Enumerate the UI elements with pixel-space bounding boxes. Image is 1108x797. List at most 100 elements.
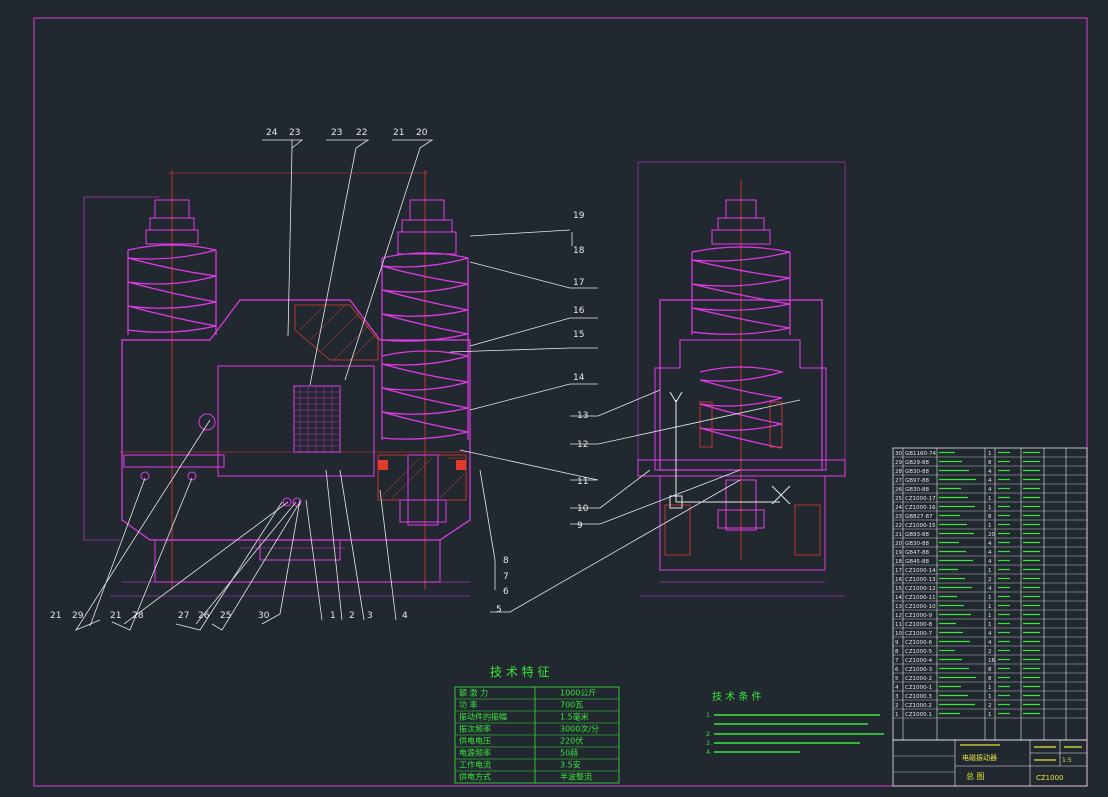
- part-row-qty: 1: [988, 595, 992, 601]
- part-row-number: 21: [895, 532, 902, 538]
- balloon-7: 7: [503, 572, 509, 582]
- title-main: 总 图: [966, 771, 985, 781]
- part-row-qty: 1: [988, 496, 992, 502]
- part-row-code: GB1160-74: [905, 451, 937, 457]
- balloon-23a: 23: [289, 128, 300, 138]
- part-row-code: CZ1000.3: [905, 694, 932, 700]
- tech-char-value: 220伏: [560, 736, 583, 746]
- part-row-qty: 4: [988, 550, 992, 556]
- balloon-8: 8: [503, 556, 509, 566]
- part-row-qty: 8: [988, 667, 992, 673]
- part-row-code: CZ1000-3: [905, 667, 933, 673]
- balloon-26: 26: [198, 611, 210, 621]
- tech-char-value: 50赫: [560, 749, 578, 758]
- balloon-21-l: 21: [50, 611, 61, 621]
- part-row-qty: 1: [988, 712, 992, 718]
- balloon-25: 25: [220, 611, 231, 621]
- part-row-code: GB45-88: [905, 559, 930, 565]
- tech-char-key: 供电方式: [459, 772, 491, 782]
- part-row-qty: 1: [988, 568, 992, 574]
- part-row-qty: 20: [988, 532, 995, 538]
- ucs-icon: [669, 391, 791, 509]
- part-row-qty: 8: [988, 514, 992, 520]
- part-row-number: 11: [895, 622, 902, 628]
- leader-lines: [74, 139, 801, 631]
- balloon-15: 15: [573, 330, 584, 340]
- part-row-qty: 4: [988, 487, 992, 493]
- part-row-code: CZ1000-12: [905, 586, 936, 592]
- part-row-code: GB93-88: [905, 532, 930, 538]
- part-row-qty: 8: [988, 460, 992, 466]
- balloon-16: 16: [573, 306, 585, 316]
- tech-req-4: 4.: [706, 749, 712, 756]
- balloon-30: 30: [258, 611, 270, 621]
- part-row-qty: 1: [988, 505, 992, 511]
- part-row-qty: 16: [988, 658, 995, 664]
- part-row-number: 24: [895, 505, 902, 511]
- part-row-number: 3: [895, 694, 899, 700]
- part-row-number: 28: [895, 469, 902, 475]
- balloon-21-m: 21: [110, 611, 121, 621]
- part-row-qty: 1: [988, 523, 992, 529]
- part-row-number: 5: [895, 676, 899, 682]
- balloon-10: 10: [577, 504, 589, 514]
- tech-char-key: 工作电流: [459, 760, 491, 770]
- tech-char-key: 功 率: [459, 700, 478, 710]
- balloon-27: 27: [178, 611, 189, 621]
- front-view[interactable]: [83, 170, 471, 597]
- balloons-top: 24 23 23 22 21 20: [266, 128, 428, 138]
- part-row-number: 2: [895, 703, 899, 709]
- balloon-2: 2: [349, 611, 355, 621]
- part-row-qty: 1: [988, 685, 992, 691]
- tech-char-key: 供电电压: [459, 736, 491, 746]
- part-row-qty: 2: [988, 649, 992, 655]
- title-product-name: 电磁振动器: [962, 753, 997, 762]
- part-row-code: CZ1000.2: [905, 703, 932, 709]
- part-row-number: 16: [895, 577, 902, 583]
- part-row-qty: 1: [988, 451, 992, 457]
- part-row-qty: 1: [988, 613, 992, 619]
- part-row-number: 12: [895, 613, 902, 619]
- part-row-number: 22: [895, 523, 902, 529]
- title-scale: 1:5: [1062, 757, 1072, 764]
- balloon-24: 24: [266, 128, 278, 138]
- balloon-1: 1: [330, 611, 336, 621]
- part-row-qty: 8: [988, 676, 992, 682]
- part-row-code: CZ1000-17: [905, 496, 936, 502]
- part-row-qty: 4: [988, 640, 992, 646]
- part-row-number: 23: [895, 514, 902, 520]
- hatched-armature: [294, 304, 379, 361]
- part-row-code: CZ1000-11: [905, 595, 936, 601]
- tech-req-title: 技 术 条 件: [712, 690, 762, 703]
- tech-char-value: 700瓦: [560, 701, 583, 710]
- tech-char-value: 1000公斤: [560, 688, 596, 698]
- part-row-code: CZ1000-6: [905, 640, 933, 646]
- title-block: 电磁振动器 1:5 总 图 CZ1000: [892, 739, 1088, 787]
- right-spring: [381, 252, 469, 440]
- part-row-code: CZ1000-15: [905, 523, 936, 529]
- part-row-code: CZ1000-8: [905, 622, 933, 628]
- part-row-number: 15: [895, 586, 902, 592]
- part-row-code: CZ1000-7: [905, 631, 933, 637]
- part-row-qty: 4: [988, 586, 992, 592]
- part-row-code: CZ1000.1: [905, 712, 932, 718]
- balloon-22: 22: [356, 128, 367, 138]
- balloon-3: 3: [367, 611, 373, 621]
- balloon-19: 19: [573, 211, 585, 221]
- tech-req-3: 3.: [706, 740, 712, 747]
- tech-char-value: 半波整流: [560, 772, 592, 782]
- part-row-number: 8: [895, 649, 899, 655]
- part-row-code: CZ1000-4: [905, 658, 933, 664]
- part-row-qty: 4: [988, 541, 992, 547]
- side-view[interactable]: [637, 161, 846, 597]
- balloon-9: 9: [577, 521, 583, 531]
- part-row-number: 26: [895, 487, 902, 493]
- tech-requirements: 技 术 条 件 1. 2. 3. 4.: [706, 690, 884, 756]
- tech-char-value: 3.5安: [560, 760, 581, 770]
- part-row-number: 19: [895, 550, 902, 556]
- balloon-18: 18: [573, 246, 585, 256]
- balloon-28: 28: [132, 611, 144, 621]
- balloon-29: 29: [72, 611, 84, 621]
